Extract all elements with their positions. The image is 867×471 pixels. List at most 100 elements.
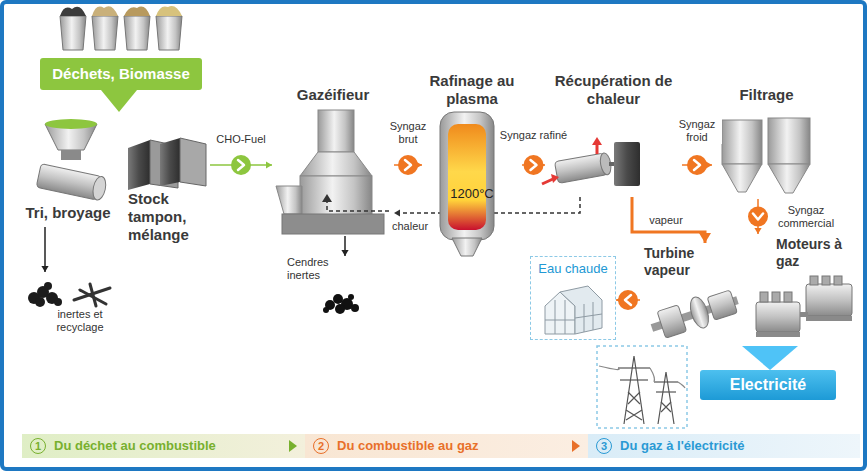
step-title: Moteurs à gaz	[776, 236, 856, 270]
flow-arrow	[394, 155, 422, 175]
shredder-illustration	[45, 119, 97, 129]
waste-bins	[92, 6, 118, 16]
flow-chevron	[753, 214, 763, 220]
ash-illustration	[323, 294, 359, 314]
flow-label: Syngaz commercial	[772, 204, 840, 230]
waste-bins	[156, 6, 182, 50]
waste-bins	[60, 16, 86, 50]
ash-illustration	[348, 294, 354, 300]
gas-engine-illustration	[772, 292, 780, 302]
arrow-head	[754, 228, 761, 234]
filter-silo-illustration	[722, 118, 810, 193]
flow-arrow	[632, 197, 711, 243]
temperature-label: 1200°C	[422, 186, 522, 201]
step-title: Récupération de chaleur	[545, 72, 682, 108]
heat-exchanger-illustration	[614, 142, 640, 186]
step-title: Filtrage	[712, 86, 821, 104]
arrow-head	[394, 209, 400, 216]
stage-title: Du déchet au combustible	[54, 438, 216, 454]
waste-bins	[124, 16, 150, 50]
process-step: Tri, broyage	[10, 112, 126, 227]
output-text: inertes et recyclage	[44, 308, 116, 334]
power-line-illustration	[620, 379, 648, 380]
waste-bins	[92, 6, 118, 50]
greenhouse-illustration	[575, 314, 602, 318]
flow-arrow	[522, 155, 545, 175]
power-line-illustration	[658, 372, 674, 424]
flow-arrow	[210, 155, 272, 175]
inert-debris-illustration	[54, 298, 62, 306]
heat-exchanger-illustration	[542, 179, 553, 184]
ash-illustration	[323, 307, 329, 313]
buffer-stock-illustration	[160, 138, 180, 186]
power-line-illustration	[599, 356, 685, 424]
plasma-reactor-illustration	[452, 238, 482, 256]
shredder-illustration	[36, 164, 108, 202]
flow-arrow	[616, 290, 640, 310]
power-line-illustration	[626, 392, 642, 420]
output-text: Eau chaude	[531, 261, 615, 276]
inert-debris-illustration	[74, 284, 110, 306]
steam-turbine-illustration	[657, 305, 687, 338]
flow-chevron	[694, 160, 700, 170]
heat-output-box: Eau chaude	[530, 256, 616, 340]
arrow-head	[266, 161, 272, 168]
gas-engine-illustration	[806, 316, 852, 321]
greenhouse-illustration	[584, 304, 585, 332]
heat-exchanger-illustration	[596, 144, 599, 154]
stage-title: Du gaz à l'électricité	[620, 438, 744, 454]
ash-illustration	[335, 304, 345, 314]
buffer-stock-illustration	[128, 138, 206, 190]
stage-number: 3	[596, 438, 612, 454]
process-step: Gazéifieur	[272, 84, 394, 236]
greenhouse-illustration	[555, 300, 556, 334]
shredder-illustration	[91, 175, 108, 201]
arrow-head	[41, 266, 48, 272]
plasma-reactor-illustration	[440, 112, 494, 256]
gas-engine-illustration	[810, 276, 818, 285]
gas-engine-illustration	[756, 302, 800, 332]
stage-band: 2 Du combustible au gaz	[305, 434, 588, 458]
shredder-illustration	[36, 119, 108, 201]
flow-marker	[748, 207, 768, 227]
power-line-illustration	[597, 346, 687, 428]
stage-number: 1	[30, 438, 46, 454]
inert-debris-illustration	[28, 282, 62, 307]
heat-exchanger-illustration	[554, 152, 612, 183]
output-box: Electricité	[700, 370, 836, 400]
stage-number: 2	[313, 438, 329, 454]
shredder-illustration	[36, 164, 102, 200]
buffer-stock-illustration	[128, 140, 150, 190]
greenhouse-illustration	[565, 300, 566, 334]
stage-title: Du combustible au gaz	[337, 438, 479, 454]
inert-debris-illustration	[44, 282, 52, 290]
flow-label: Syngaz rafiné	[498, 129, 569, 142]
gasifier-illustration	[300, 176, 372, 216]
power-line-illustration	[656, 391, 676, 392]
flow-chevron	[405, 160, 411, 170]
gas-engine-illustration	[822, 276, 830, 285]
waste-bins	[60, 6, 182, 50]
stage-band: 3 Du gaz à l'électricité	[588, 434, 860, 458]
plasma-reactor-illustration	[440, 112, 494, 240]
gasifier-illustration	[300, 152, 372, 176]
output-text: Electricité	[700, 375, 836, 394]
heat-exchanger-illustration	[551, 174, 559, 183]
waste-bins	[60, 7, 86, 16]
flow-marker	[618, 290, 638, 310]
shredder-illustration	[61, 150, 81, 160]
waste-bins	[124, 7, 150, 50]
power-line-illustration	[654, 381, 678, 382]
flow-label: chaleur	[390, 220, 430, 233]
step-title: Gazéifieur	[272, 86, 394, 104]
flow-chevron	[531, 160, 537, 170]
flow-triangle	[742, 346, 798, 370]
gas-engine-illustration	[756, 332, 800, 337]
waste-bins	[156, 16, 182, 50]
step-title: Stock tampon, mélange	[128, 190, 208, 244]
gasifier-illustration	[322, 194, 332, 202]
source-banner: Déchets, Biomasse	[40, 58, 202, 90]
flow-arrow	[341, 236, 348, 256]
